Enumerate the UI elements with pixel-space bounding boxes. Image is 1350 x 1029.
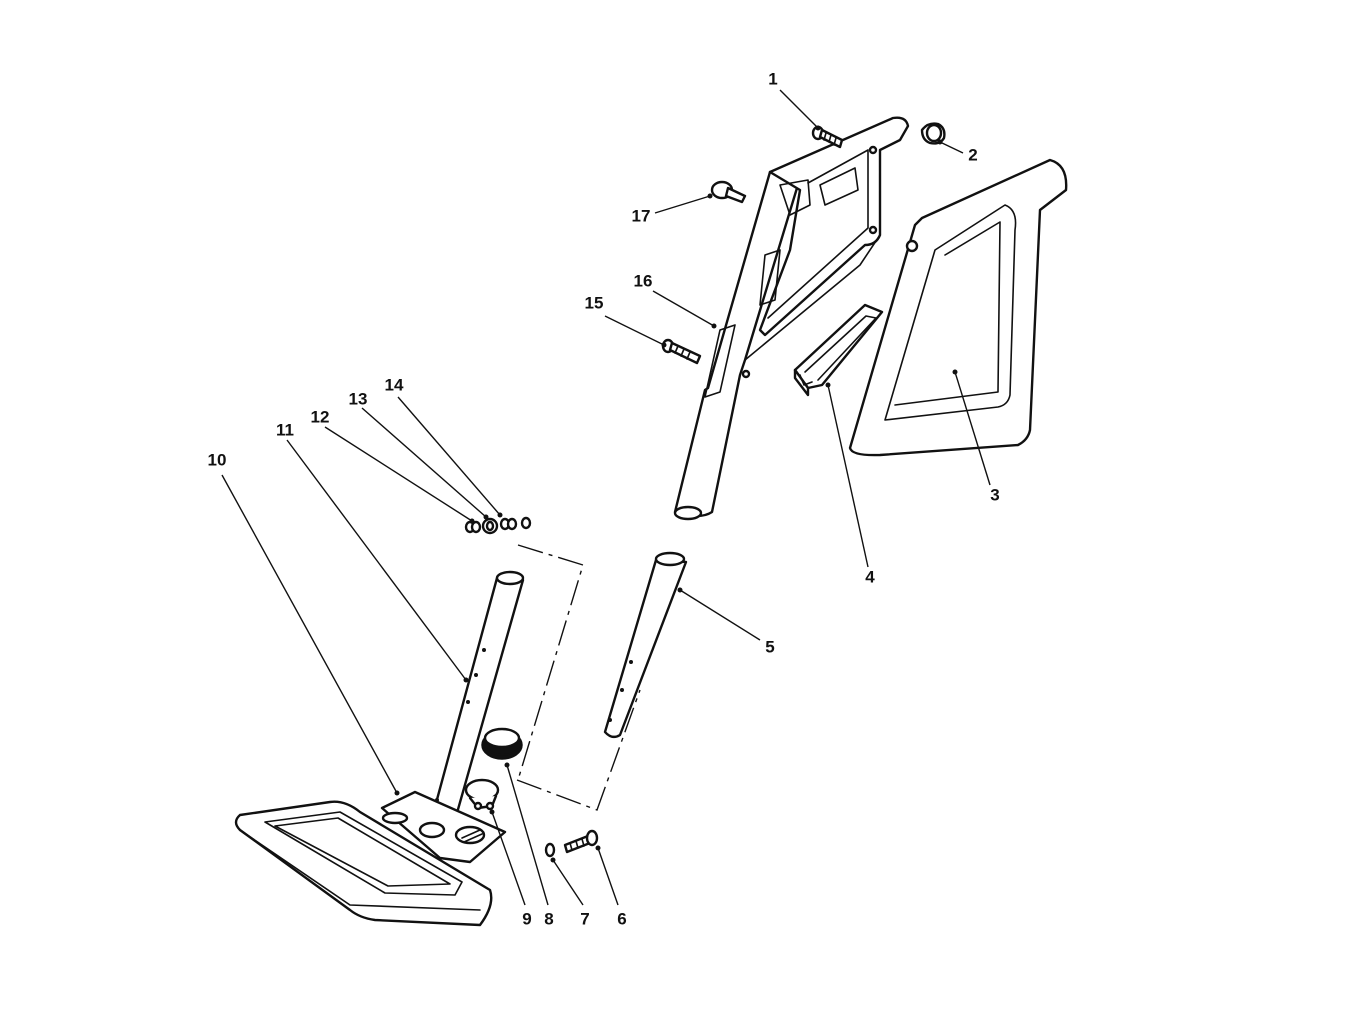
callout-16: 16 [634,271,653,290]
part-2-cap [920,122,946,145]
part-5-middle-tube [603,551,688,739]
part-15-screw [661,338,702,365]
part-10-base-tray [234,800,493,927]
callout-13: 13 [349,389,368,408]
callout-11: 11 [276,420,294,439]
part-14-spacer [499,516,532,531]
callout-7: 7 [580,909,589,928]
part-3-side-frame [848,158,1068,457]
callout-10: 10 [208,450,227,469]
callout-labels: 1 2 3 4 5 6 7 8 9 10 11 12 13 14 15 16 1… [208,69,1000,928]
callout-2: 2 [968,145,977,164]
part-base-plate [380,790,507,864]
callout-8: 8 [544,909,553,928]
part-13-nut [481,517,499,535]
callout-4: 4 [865,567,875,586]
callout-9: 9 [522,909,531,928]
leader-lines [221,89,991,906]
part-9-foot-cap [464,778,500,811]
callout-1: 1 [768,69,777,88]
callout-3: 3 [990,485,999,504]
callout-12: 12 [311,407,330,426]
assembly-guide-line [516,544,641,811]
part-12-washer [464,520,482,534]
part-8-bumper [481,727,523,760]
callout-6: 6 [617,909,626,928]
callout-17: 17 [632,206,651,225]
part-17-knob [710,180,747,204]
part-6-bolt [563,829,599,854]
part-4-bracket [793,303,884,397]
callout-15: 15 [585,293,604,312]
part-7-washer [544,842,556,858]
part-16-upper-handle [673,116,910,521]
callout-14: 14 [385,375,404,394]
part-1-bolt [811,125,844,149]
callout-5: 5 [765,637,774,656]
